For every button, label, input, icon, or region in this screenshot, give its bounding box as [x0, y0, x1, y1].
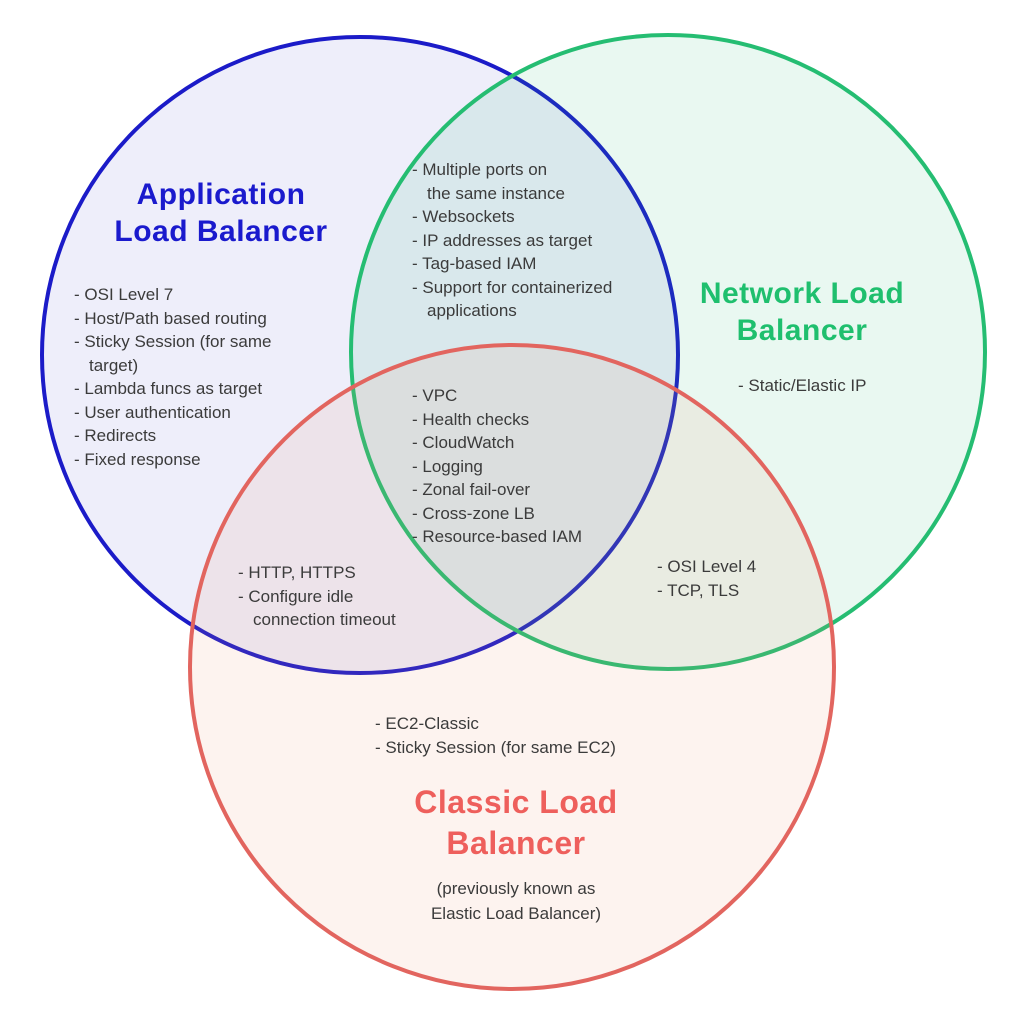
alb-circle-fill [40, 35, 680, 675]
list-item: - Support for containerized applications [412, 277, 613, 321]
nlb-clb-overlap-list: - OSI Level 4 - TCP, TLS [657, 555, 867, 602]
list-item: - Tag-based IAM [412, 254, 537, 273]
list-item: - Sticky Session (for same target) [74, 332, 272, 375]
list-item: - Redirects [74, 426, 157, 445]
alb-nlb-overlap-list: - Multiple ports on the same instance - … [412, 158, 690, 323]
list-item: - Multiple ports on the same instance [412, 160, 565, 203]
list-item: - Logging [412, 456, 483, 476]
alb-only-list: - OSI Level 7 - Host/Path based routing … [74, 283, 352, 471]
list-item: - User authentication [74, 402, 231, 422]
list-item: - Sticky Session (for same EC2) [375, 737, 616, 757]
list-item: - Host/Path based routing [74, 308, 267, 328]
list-item: - Resource-based IAM [412, 527, 583, 546]
list-item: - Zonal fail-over [412, 480, 531, 499]
list-item: - Cross-zone LB [412, 503, 535, 523]
list-item: - Health checks [412, 409, 530, 429]
list-item: - CloudWatch [412, 433, 515, 452]
clb-circle-fill [188, 343, 836, 991]
list-item: - Lambda funcs as target [74, 379, 263, 398]
alb-circle [40, 35, 680, 675]
list-item: - VPC [412, 386, 458, 405]
list-item: - EC2-Classic [375, 714, 479, 733]
nlb-title: Network Load Balancer [699, 277, 905, 347]
list-item: - Fixed response [74, 449, 201, 469]
nlb-only-list: - Static/Elastic IP [738, 374, 968, 398]
list-item: - HTTP, HTTPS [238, 563, 356, 582]
clb-title: Classic Load Balancer [414, 784, 618, 861]
list-item: - Static/Elastic IP [738, 376, 867, 395]
alb-title: Application Load Balancer [114, 178, 328, 248]
list-item: - IP addresses as target [412, 230, 593, 250]
list-item: - Websockets [412, 207, 515, 226]
nlb-circle [349, 33, 987, 671]
list-item: - OSI Level 7 [74, 285, 174, 304]
list-item: - TCP, TLS [657, 580, 740, 600]
clb-circle [188, 343, 836, 991]
list-item: - OSI Level 4 [657, 557, 757, 576]
nlb-circle-fill [349, 33, 987, 671]
clb-only-list: - EC2-Classic - Sticky Session (for same… [375, 712, 715, 759]
center-overlap-list: - VPC - Health checks - CloudWatch - Log… [412, 384, 680, 549]
clb-subtitle-note: (previously known as Elastic Load Balanc… [430, 879, 602, 923]
alb-clb-overlap-list: - HTTP, HTTPS - Configure idle connectio… [238, 561, 488, 632]
list-item: - Configure idle connection timeout [238, 586, 396, 630]
